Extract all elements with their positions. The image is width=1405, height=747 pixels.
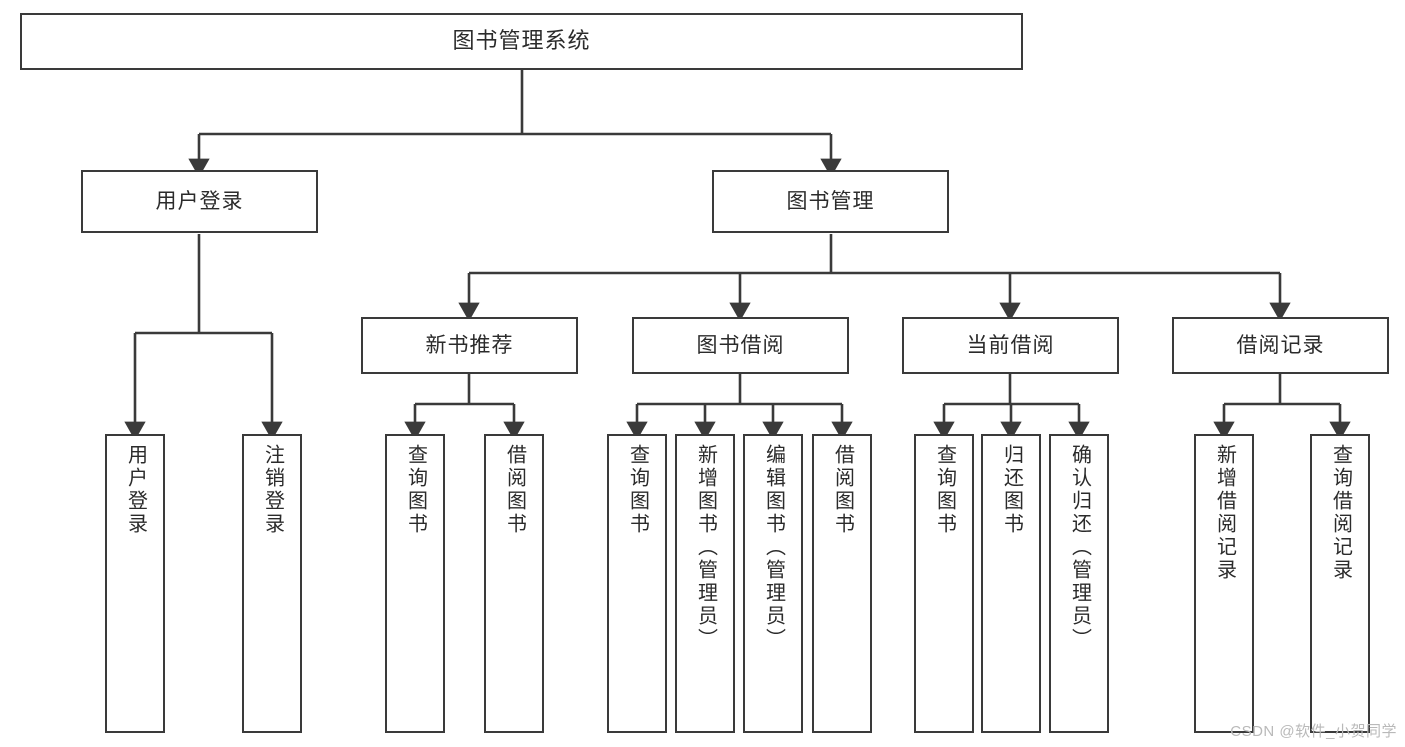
node-user-login[interactable]: 用户登录 — [81, 170, 318, 233]
leaf-current-confirm-return-admin[interactable]: 确认归还（管理员） — [1049, 434, 1109, 733]
leaf-record-add-borrow-record[interactable]: 新增借阅记录 — [1194, 434, 1254, 733]
node-root-system[interactable]: 图书管理系统 — [20, 13, 1023, 70]
leaf-label: 确认归还（管理员） — [1068, 444, 1091, 651]
leaf-new-book-query-book[interactable]: 查询图书 — [385, 434, 445, 733]
leaf-label: 归还图书 — [1000, 444, 1023, 536]
leaf-current-query-book[interactable]: 查询图书 — [914, 434, 974, 733]
leaf-current-return-book[interactable]: 归还图书 — [981, 434, 1041, 733]
leaf-record-query-borrow-record[interactable]: 查询借阅记录 — [1310, 434, 1370, 733]
leaf-borrow-add-book-admin[interactable]: 新增图书（管理员） — [675, 434, 735, 733]
leaf-new-book-borrow-book[interactable]: 借阅图书 — [484, 434, 544, 733]
leaf-label: 用户登录 — [124, 444, 147, 536]
node-root-label: 图书管理系统 — [452, 28, 591, 54]
node-current-borrow-label: 当前借阅 — [966, 333, 1055, 357]
leaf-label: 查询借阅记录 — [1329, 444, 1352, 582]
leaf-label: 注销登录 — [261, 444, 284, 536]
leaf-label: 查询图书 — [626, 444, 649, 536]
leaf-label: 新增图书（管理员） — [694, 444, 717, 651]
node-book-management-label: 图书管理 — [786, 189, 875, 213]
leaf-borrow-query-book[interactable]: 查询图书 — [607, 434, 667, 733]
leaf-label: 新增借阅记录 — [1213, 444, 1236, 582]
node-book-borrow-label: 图书借阅 — [696, 333, 785, 357]
leaf-borrow-borrow-book[interactable]: 借阅图书 — [812, 434, 872, 733]
leaf-borrow-edit-book-admin[interactable]: 编辑图书（管理员） — [743, 434, 803, 733]
leaf-label: 查询图书 — [404, 444, 427, 536]
leaf-label: 借阅图书 — [831, 444, 854, 536]
node-borrow-record[interactable]: 借阅记录 — [1172, 317, 1389, 374]
leaf-user-login-login[interactable]: 用户登录 — [105, 434, 165, 733]
node-current-borrow[interactable]: 当前借阅 — [902, 317, 1119, 374]
node-book-management[interactable]: 图书管理 — [712, 170, 949, 233]
node-borrow-record-label: 借阅记录 — [1236, 333, 1325, 357]
leaf-label: 查询图书 — [933, 444, 956, 536]
leaf-user-login-logout[interactable]: 注销登录 — [242, 434, 302, 733]
csdn-watermark: CSDN @软件_小贺同学 — [1230, 723, 1397, 740]
node-new-book-recommend-label: 新书推荐 — [425, 333, 514, 357]
leaf-label: 编辑图书（管理员） — [762, 444, 785, 651]
node-book-borrow[interactable]: 图书借阅 — [632, 317, 849, 374]
leaf-label: 借阅图书 — [503, 444, 526, 536]
node-user-login-label: 用户登录 — [155, 189, 244, 213]
node-new-book-recommend[interactable]: 新书推荐 — [361, 317, 578, 374]
